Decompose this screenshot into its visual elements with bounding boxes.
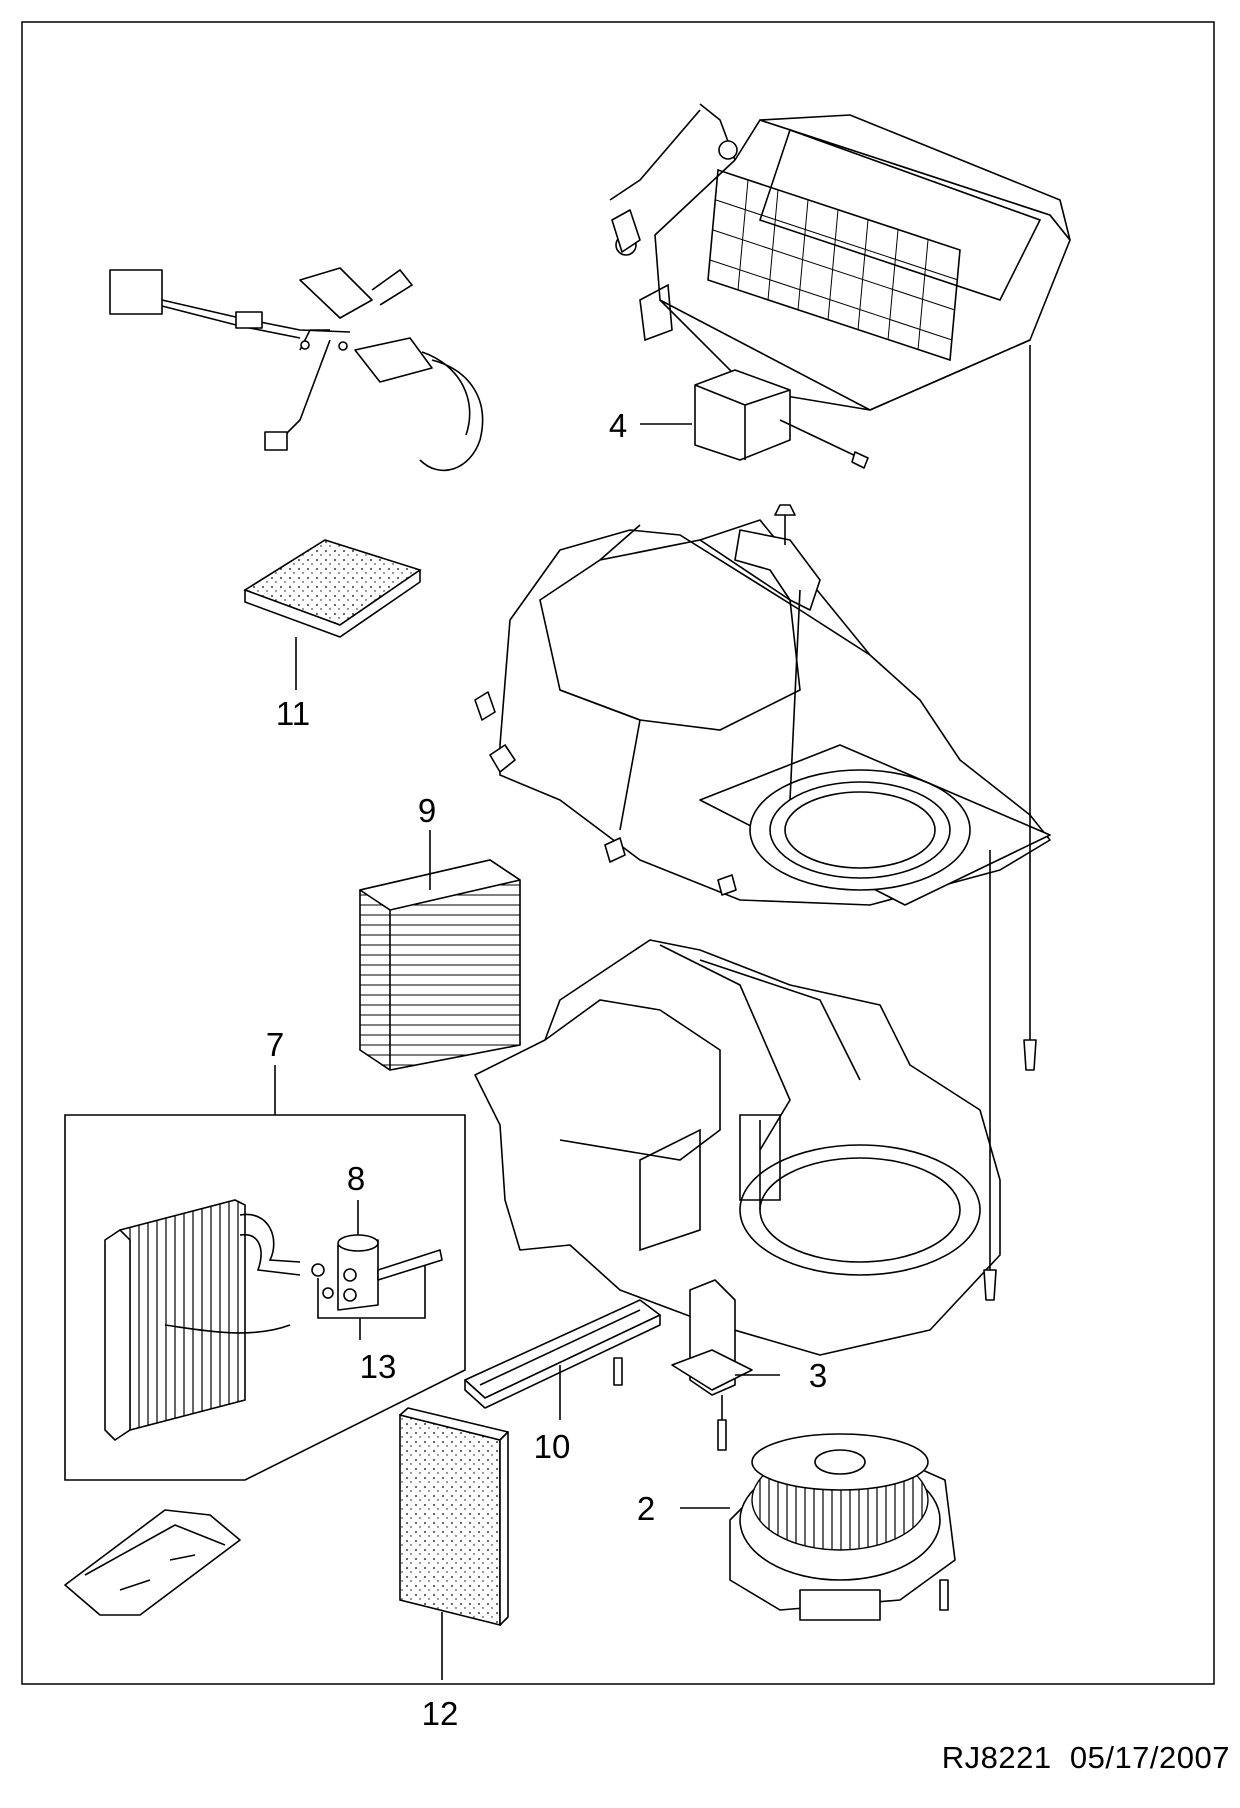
part-10-rail: [464, 1299, 661, 1420]
part-8-valve: [311, 1200, 443, 1311]
callout-12: 12: [422, 1695, 459, 1732]
part-7-group: [64, 1065, 466, 1481]
callout-10: 10: [534, 1428, 571, 1465]
document-date: 05/17/2007: [1069, 1740, 1230, 1775]
diagram-frame: [21, 21, 1215, 1685]
upper-blower-case: [474, 504, 1051, 906]
callout-13: 13: [360, 1348, 397, 1385]
part-12-pad: [399, 1407, 509, 1680]
part-4-resistor: [640, 369, 869, 469]
part-11-pad: [243, 539, 422, 690]
lower-blower-case: [474, 345, 1037, 1356]
wiring-harness: [109, 267, 484, 472]
part-3-bracket: [671, 1279, 780, 1451]
document-footer: RJ8221 05/17/2007: [840, 1740, 1230, 1776]
callout-9: 9: [418, 792, 436, 829]
callout-4: 4: [609, 407, 627, 444]
document-id: RJ8221: [941, 1740, 1052, 1775]
callout-7: 7: [266, 1026, 284, 1063]
air-duct: [64, 1509, 241, 1616]
callout-11: 11: [276, 695, 310, 732]
callout-3: 3: [809, 1357, 827, 1394]
intake-housing: [609, 103, 1071, 411]
part-13-leader: [317, 1265, 426, 1340]
part-2-blower: [680, 1433, 956, 1621]
callout-2: 2: [637, 1490, 655, 1527]
callout-8: 8: [347, 1160, 365, 1197]
part-9-filter: [359, 830, 521, 1071]
